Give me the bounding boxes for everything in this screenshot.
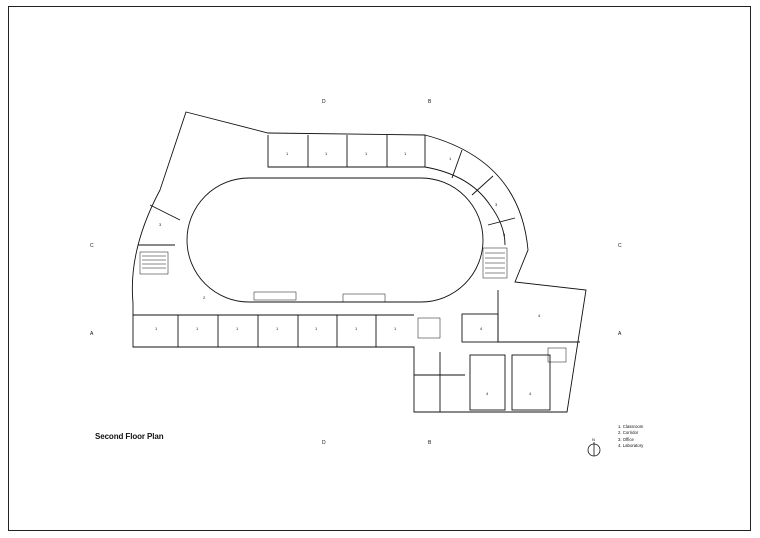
section-marker-top-left: D xyxy=(322,99,326,105)
room-number: 3 xyxy=(495,202,498,207)
legend-item: 3. Office xyxy=(618,436,634,442)
room-number: 1 xyxy=(315,326,318,331)
room-number: 1 xyxy=(236,326,239,331)
plan-title: Second Floor Plan xyxy=(95,432,164,441)
room-number: 3 xyxy=(159,222,162,227)
room-number: 2 xyxy=(203,295,206,300)
legend: 1. Classroom 2. Corridor 3. Office 4. La… xyxy=(618,424,643,450)
section-marker-top-right: B xyxy=(428,99,432,105)
north-arrow-icon: N xyxy=(587,437,601,457)
section-marker-left-upper: C xyxy=(90,243,94,249)
room-number: 1 xyxy=(404,151,407,156)
section-marker-bottom-left: D xyxy=(322,440,326,446)
section-marker-right-lower: A xyxy=(618,331,622,337)
room-number: 1 xyxy=(155,326,158,331)
legend-item: 2. Corridor xyxy=(618,430,639,436)
room-number: 4 xyxy=(486,391,489,396)
north-label: N xyxy=(592,437,595,442)
section-marker-right-upper: C xyxy=(618,243,622,249)
section-marker-left-lower: A xyxy=(90,331,94,337)
room-number: 1 xyxy=(276,326,279,331)
legend-item: 1. Classroom xyxy=(618,424,644,429)
drawing-frame xyxy=(8,6,751,531)
room-number: 3 xyxy=(503,232,506,237)
building-outline xyxy=(131,111,587,413)
room-number: 1 xyxy=(365,151,368,156)
legend-item: 4. Laboratory xyxy=(618,443,644,449)
room-number: 4 xyxy=(480,326,483,331)
room-number: 4 xyxy=(529,391,532,396)
section-marker-bottom-right: B xyxy=(428,440,432,446)
room-number: 1 xyxy=(355,326,358,331)
room-number: 1 xyxy=(325,151,328,156)
room-number: 1 xyxy=(196,326,199,331)
courtyard xyxy=(186,177,484,303)
room-number: 1 xyxy=(394,326,397,331)
room-number: 1 xyxy=(449,156,452,161)
room-number: 4 xyxy=(538,313,541,318)
room-number: 1 xyxy=(286,151,289,156)
